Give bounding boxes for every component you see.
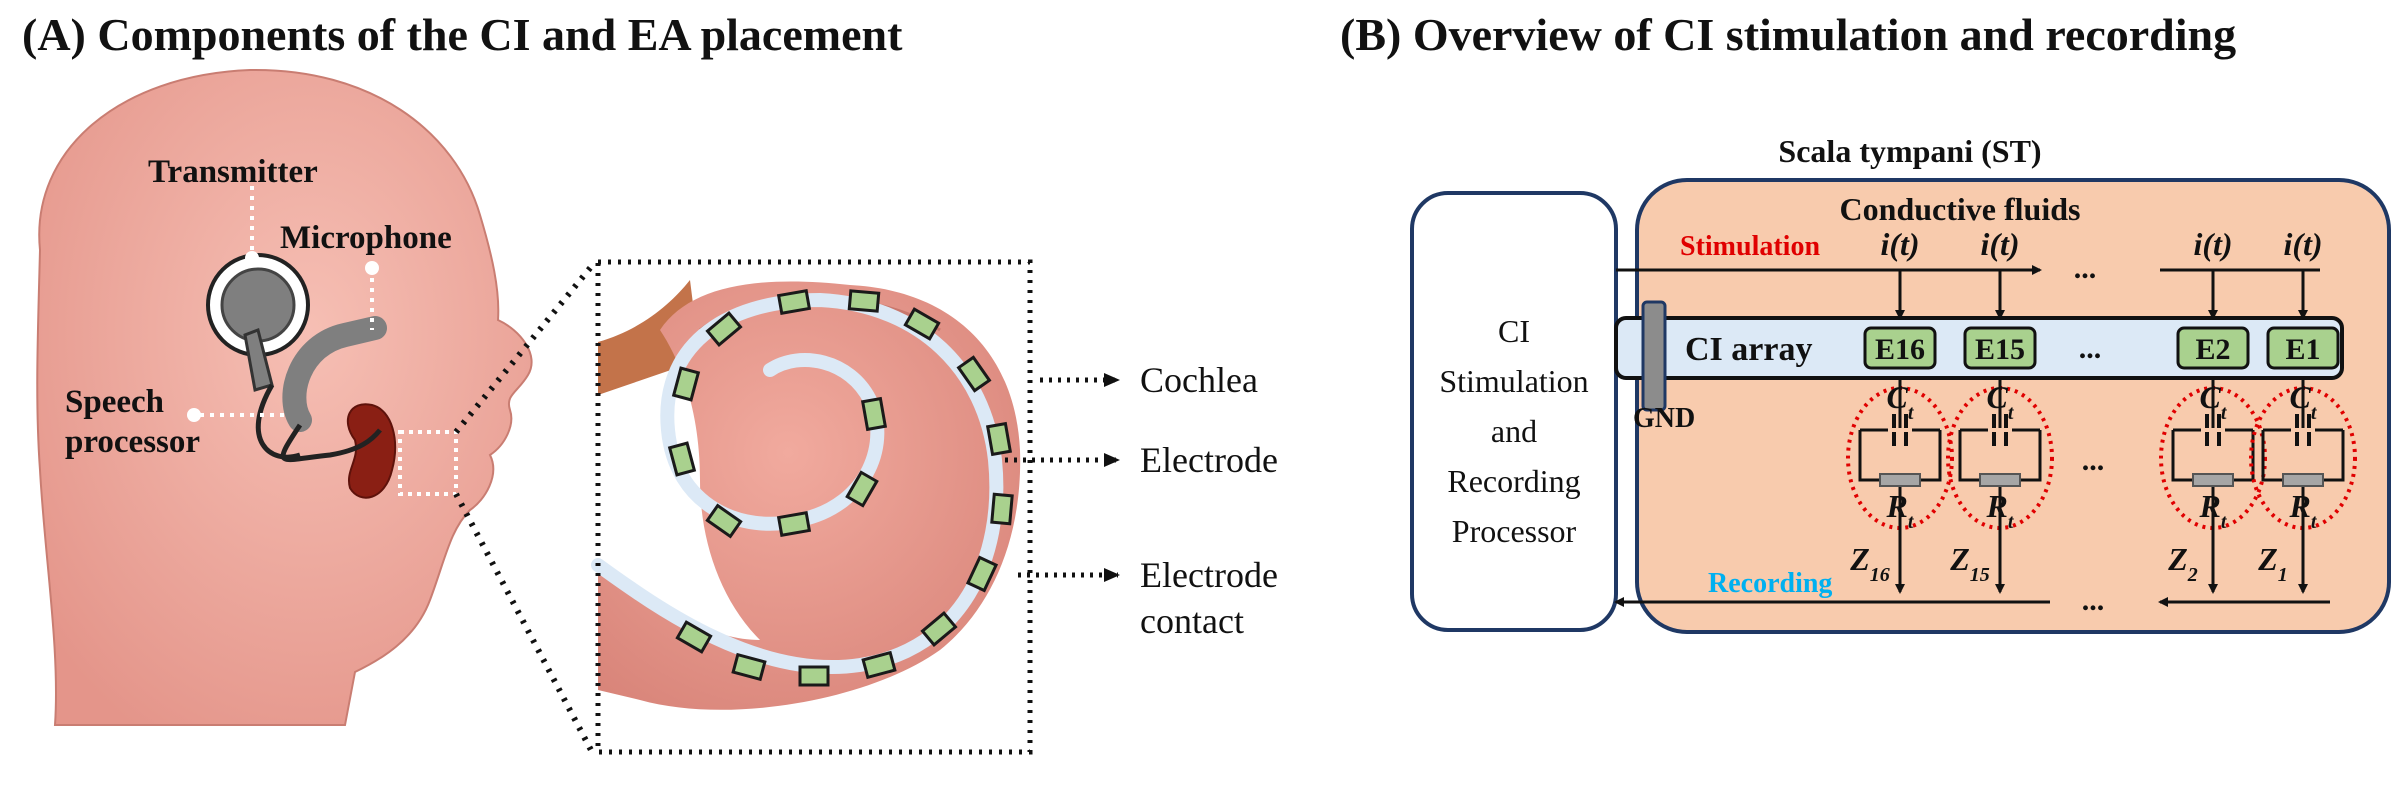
array-ellipsis: ... <box>2079 332 2102 365</box>
electrode-e1-label: E1 <box>2285 333 2320 366</box>
stimulation-label: Stimulation <box>1680 231 1820 262</box>
circuit-ellipsis: ... <box>2082 444 2105 477</box>
capacitor-gap-e15 <box>1988 428 2012 432</box>
cochlea-callouts <box>1005 373 1120 582</box>
electrode-e1 <box>2266 326 2340 370</box>
capacitor-label-e15: Ct <box>1987 379 2015 424</box>
electrode-label: Electrode <box>1140 440 1278 480</box>
resistor-e16 <box>1879 473 1921 487</box>
electrode-contacts <box>667 288 1014 687</box>
electrode-e15-label: E15 <box>1975 333 2025 366</box>
current-injections <box>1895 270 2308 320</box>
capacitor-label-e1: Ct <box>2290 379 2318 424</box>
current-label-e16: i(t) <box>1880 226 1919 262</box>
electrode-e15 <box>1963 326 2037 370</box>
ci-array-label: CI array <box>1685 331 1812 368</box>
capacitor-label-e2: Ct <box>2200 379 2228 424</box>
current-label-e15: i(t) <box>1980 226 2019 262</box>
electrode-e16 <box>1863 326 1937 370</box>
transmitter-dot <box>245 251 259 265</box>
panel-a-title: (A) Components of the CI and EA placemen… <box>22 9 903 60</box>
speech-label: Speech <box>65 384 164 420</box>
resistor-label-e2: Rt <box>2199 488 2228 533</box>
resistor-label-e15: Rt <box>1986 488 2015 533</box>
transmitter-label: Transmitter <box>148 154 318 190</box>
electrodes <box>1863 326 2340 370</box>
rec-ellipsis: ... <box>2082 584 2105 617</box>
zoom-lines <box>453 260 598 754</box>
microphone-dot <box>365 261 379 275</box>
capacitor-label-e16: Ct <box>1887 379 1915 424</box>
processor-label: processor <box>65 424 200 460</box>
impedance-label-e15: Z15 <box>1949 541 1990 586</box>
resistor-e2 <box>2192 473 2234 487</box>
gnd-electrode <box>1641 300 1667 412</box>
processor-line-1: CI <box>1498 313 1530 349</box>
processor-line-5: Processor <box>1452 513 1577 549</box>
processor-text: CI Stimulation and Recording Processor <box>1439 313 1588 549</box>
panel-b-title: (B) Overview of CI stimulation and recor… <box>1340 9 2237 60</box>
panel-a-leaders <box>200 186 374 417</box>
electrode-e16-label: E16 <box>1875 333 1925 366</box>
resistor-e15 <box>1979 473 2021 487</box>
capacitor-gap-e2 <box>2201 428 2225 432</box>
cochlea-zoom <box>591 259 1033 755</box>
capacitor-gap-e16 <box>1888 428 1912 432</box>
capacitor-gap-e1 <box>2291 428 2315 432</box>
cochlea-label: Cochlea <box>1140 360 1258 400</box>
current-label-e2: i(t) <box>2193 226 2232 262</box>
processor-line-2: Stimulation <box>1439 363 1588 399</box>
recording-label: Recording <box>1708 568 1832 599</box>
resistor-label-e1: Rt <box>2289 488 2318 533</box>
conductive-fluid-box <box>1635 178 2391 634</box>
electrode-contact-label-2: contact <box>1140 601 1244 641</box>
current-label-e1: i(t) <box>2283 226 2322 262</box>
processor-line-3: and <box>1491 413 1537 449</box>
impedance-label-e2: Z2 <box>2167 541 2198 586</box>
electrode-e2 <box>2176 326 2250 370</box>
scala-tympani-label: Scala tympani (ST) <box>1778 133 2041 169</box>
impedance-label-e16: Z16 <box>1849 541 1890 586</box>
processor-box <box>1410 191 1618 632</box>
resistor-e1 <box>2282 473 2324 487</box>
electrode-e2-label: E2 <box>2195 333 2230 366</box>
zoom-source-box <box>398 430 458 496</box>
microphone-label: Microphone <box>280 220 452 256</box>
electrode-contact-label-1: Electrode <box>1140 555 1278 595</box>
gnd-label: GND <box>1633 403 1695 434</box>
speech-processor-dot <box>187 408 201 422</box>
conductive-fluids-label: Conductive fluids <box>1840 191 2081 227</box>
impedance-label-e1: Z1 <box>2257 541 2288 586</box>
resistor-label-e16: Rt <box>1886 488 1915 533</box>
processor-line-4: Recording <box>1447 463 1580 499</box>
stim-ellipsis: ... <box>2074 252 2097 285</box>
